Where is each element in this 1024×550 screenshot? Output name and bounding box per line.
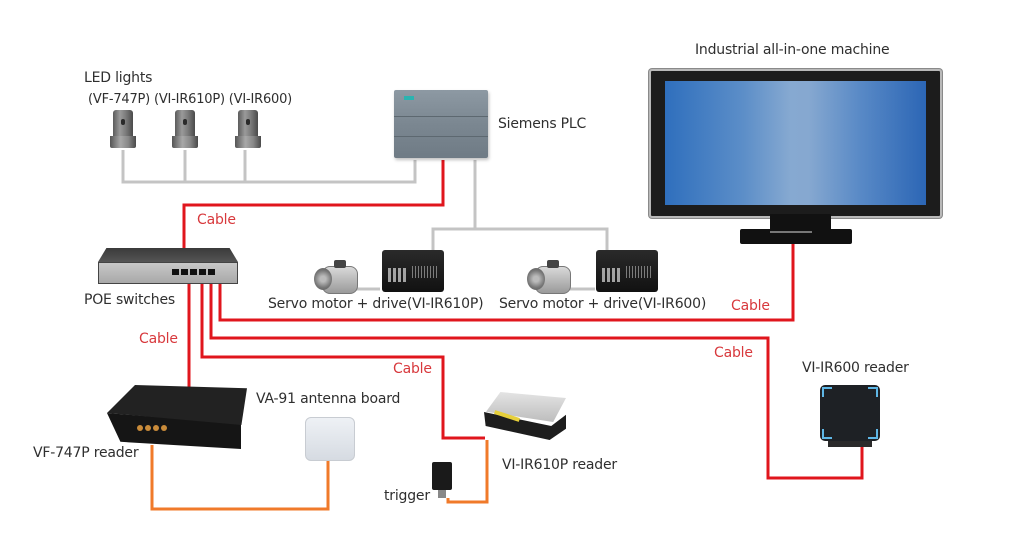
monitor-stand-neck (770, 214, 831, 230)
servo-motor-icon (527, 260, 573, 296)
cable-poe-monitor (218, 244, 795, 322)
led-lights-models: (VF-747P) (VI-IR610P) (VI-IR600) (88, 92, 293, 107)
poe-switch-label: POE switches (84, 292, 175, 308)
poe-switch-icon (98, 248, 238, 284)
vi-ir600-reader-icon (820, 385, 880, 447)
servo-1-label: Servo motor + drive(VI-IR610P) (268, 296, 484, 312)
vi-ir600-reader-label: VI-IR600 reader (802, 360, 909, 376)
led-light-icon (172, 110, 198, 150)
servo-drive-icon (596, 250, 658, 292)
trigger-label: trigger (384, 488, 430, 504)
siemens-plc-icon (394, 90, 488, 158)
led-lights-title: LED lights (84, 70, 153, 86)
trigger-sensor-icon (432, 462, 454, 498)
servo-motor-icon (314, 260, 360, 296)
monitor-label: Industrial all-in-one machine (695, 42, 890, 58)
io-vf747-antenna (150, 445, 330, 511)
plc-servo-wire (431, 160, 609, 250)
vi-ir610p-reader-icon (480, 392, 568, 446)
siemens-plc-label: Siemens PLC (498, 116, 587, 132)
cable-label-plc-poe: Cable (197, 212, 236, 228)
cable-plc-poe (182, 160, 445, 262)
vf747p-reader-icon (107, 385, 247, 455)
cable-label-ir600: Cable (714, 345, 753, 361)
led-light-icon (235, 110, 261, 150)
vi-ir610p-reader-label: VI-IR610P reader (502, 457, 617, 473)
led-control-wire (121, 150, 417, 184)
cable-poe-ir610 (200, 284, 485, 440)
monitor-screen (665, 81, 926, 205)
antenna-board-icon (305, 417, 355, 461)
servo-2-label: Servo motor + drive(VI-IR600) (499, 296, 707, 312)
io-ir610-trigger (446, 440, 489, 504)
led-light-icon (110, 110, 136, 150)
cable-label-vf747: Cable (139, 331, 178, 347)
vf747p-reader-label: VF-747P reader (33, 445, 139, 461)
servo-drive-icon (382, 250, 444, 292)
monitor-stand-base (740, 229, 852, 244)
cable-label-ir610: Cable (393, 361, 432, 377)
cable-label-monitor: Cable (731, 298, 770, 314)
industrial-monitor-icon (649, 69, 942, 218)
antenna-label: VA-91 antenna board (256, 391, 401, 407)
cable-poe-ir600 (209, 284, 864, 480)
